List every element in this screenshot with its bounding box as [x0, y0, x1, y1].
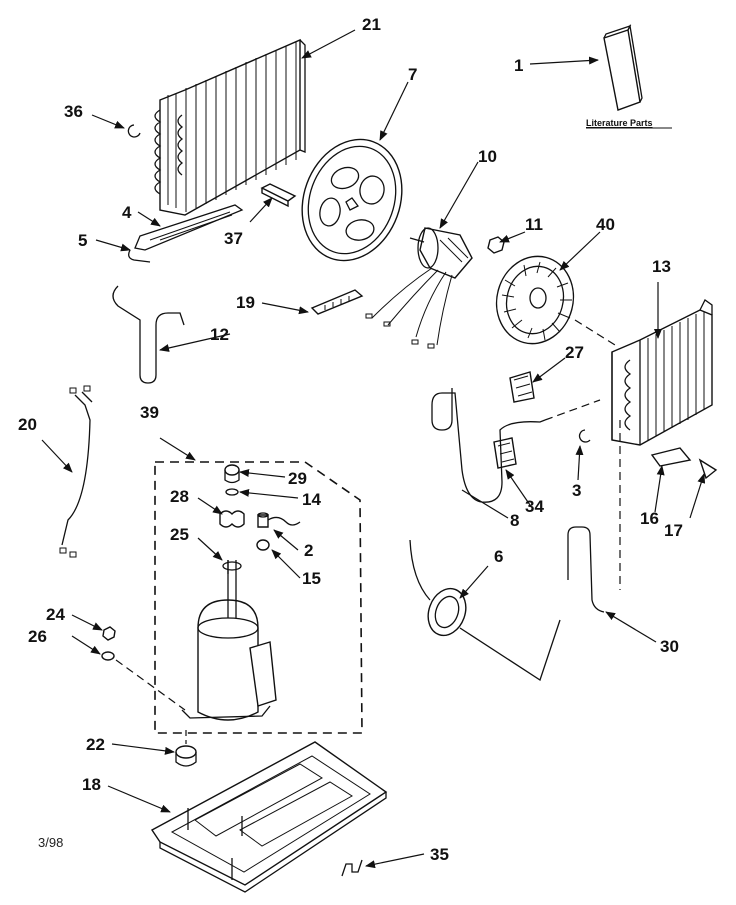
callout-12: 12 — [210, 325, 229, 344]
callout-17: 17 — [664, 521, 683, 540]
evaporator-coil-13 — [611, 299, 713, 446]
callout-8: 8 — [510, 511, 519, 530]
nut-11 — [487, 236, 505, 254]
leader-lines — [41, 29, 706, 869]
tube-30 — [567, 526, 605, 613]
callout-24: 24 — [46, 605, 65, 624]
bracket-16 — [650, 447, 692, 467]
callout-35: 35 — [430, 845, 449, 864]
compressor — [181, 560, 277, 721]
fan-motor-10 — [365, 227, 473, 349]
clip-3 — [578, 429, 591, 443]
wire-harness-20 — [61, 394, 91, 546]
callout-10: 10 — [478, 147, 497, 166]
clip-36 — [127, 124, 141, 138]
tube-12 — [112, 285, 185, 384]
literature-parts-label: Literature Parts — [586, 118, 653, 128]
callout-19: 19 — [236, 293, 255, 312]
callout-27: 27 — [565, 343, 584, 362]
washer-26 — [101, 651, 115, 661]
callout-6: 6 — [494, 547, 503, 566]
callout-28: 28 — [170, 487, 189, 506]
callout-26: 26 — [28, 627, 47, 646]
pad-27 — [509, 371, 535, 403]
date-code: 3/98 — [38, 835, 63, 850]
callout-4: 4 — [122, 203, 132, 222]
clip-35 — [341, 859, 363, 877]
condenser-coil-21 — [154, 38, 306, 216]
capillary-tube-8 — [431, 388, 546, 503]
callout-37: 37 — [224, 229, 243, 248]
callout-40: 40 — [596, 215, 615, 234]
callout-numbers: 21 36 7 1 10 11 40 4 5 37 19 12 13 27 20… — [18, 15, 683, 864]
compressor-kit-39-outline — [154, 461, 363, 734]
callout-29: 29 — [288, 469, 307, 488]
fan-shroud-7 — [301, 138, 403, 262]
callout-20: 20 — [18, 415, 37, 434]
callout-25: 25 — [170, 525, 189, 544]
callout-11: 11 — [525, 215, 543, 234]
callout-1: 1 — [514, 56, 523, 75]
callout-16: 16 — [640, 509, 659, 528]
tubing-4-5 — [128, 204, 244, 263]
callout-18: 18 — [82, 775, 101, 794]
compressor-hardware — [219, 464, 301, 574]
callout-30: 30 — [660, 637, 679, 656]
callout-5: 5 — [78, 231, 87, 250]
nut-24 — [102, 626, 116, 641]
callout-39: 39 — [140, 403, 159, 422]
callout-15: 15 — [302, 569, 321, 588]
callout-14: 14 — [302, 490, 321, 509]
callout-22: 22 — [86, 735, 105, 754]
tube-6 — [409, 539, 561, 682]
blower-wheel-40 — [495, 255, 575, 345]
grommet-22 — [175, 745, 197, 767]
callout-2: 2 — [304, 541, 313, 560]
tab-17 — [698, 458, 718, 480]
terminal-19 — [310, 289, 364, 315]
base-pan-18 — [150, 741, 388, 893]
callout-7: 7 — [408, 65, 417, 84]
callout-3: 3 — [572, 481, 581, 500]
callout-21: 21 — [362, 15, 381, 34]
callout-13: 13 — [652, 257, 671, 276]
foam-strip-37 — [260, 183, 297, 208]
callout-34: 34 — [525, 497, 544, 516]
callout-36: 36 — [64, 102, 83, 121]
literature-book-1 — [603, 23, 643, 111]
